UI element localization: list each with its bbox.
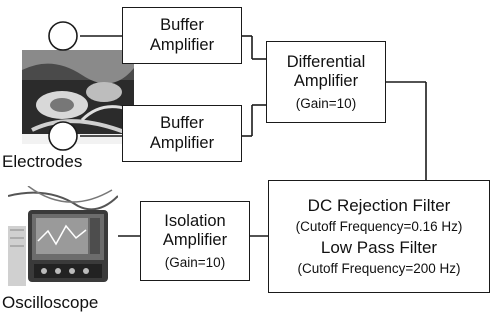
electrodes-label: Electrodes bbox=[2, 152, 83, 171]
dc-filter-title: DC Rejection Filter bbox=[307, 196, 451, 216]
isolation-amplifier: Isolation Amplifier (Gain=10) bbox=[140, 201, 250, 281]
buffer-amplifier-1: Buffer Amplifier bbox=[122, 7, 242, 64]
isolation-line1: Isolation bbox=[164, 211, 226, 230]
low-pass-filter-title: Low Pass Filter bbox=[320, 238, 438, 257]
oscilloscope-label: Oscilloscope bbox=[2, 293, 99, 312]
buffer-1-line2: Amplifier bbox=[149, 35, 215, 54]
differential-gain: (Gain=10) bbox=[295, 95, 357, 111]
differential-amplifier: Differential Amplifier (Gain=10) bbox=[266, 41, 386, 123]
dc-filter-cutoff: (Cutoff Frequency=0.16 Hz) bbox=[295, 219, 463, 235]
electrode-2-icon bbox=[48, 121, 78, 151]
dc-rejection-low-pass-filter: DC Rejection Filter (Cutoff Frequency=0.… bbox=[268, 180, 490, 293]
differential-line1: Differential bbox=[286, 52, 366, 71]
buffer-2-line1: Buffer bbox=[160, 114, 204, 133]
electrode-1-icon bbox=[48, 21, 78, 51]
buffer-1-line1: Buffer bbox=[160, 16, 204, 35]
isolation-line2: Amplifier bbox=[162, 231, 228, 250]
buffer-amplifier-2: Buffer Amplifier bbox=[122, 105, 242, 162]
low-pass-filter-cutoff: (Cutoff Frequency=200 Hz) bbox=[297, 261, 461, 277]
isolation-gain: (Gain=10) bbox=[164, 254, 226, 270]
buffer-2-line2: Amplifier bbox=[149, 133, 215, 152]
electrodes-photo bbox=[22, 50, 134, 144]
differential-line2: Amplifier bbox=[293, 72, 359, 91]
oscilloscope-photo bbox=[8, 186, 118, 288]
